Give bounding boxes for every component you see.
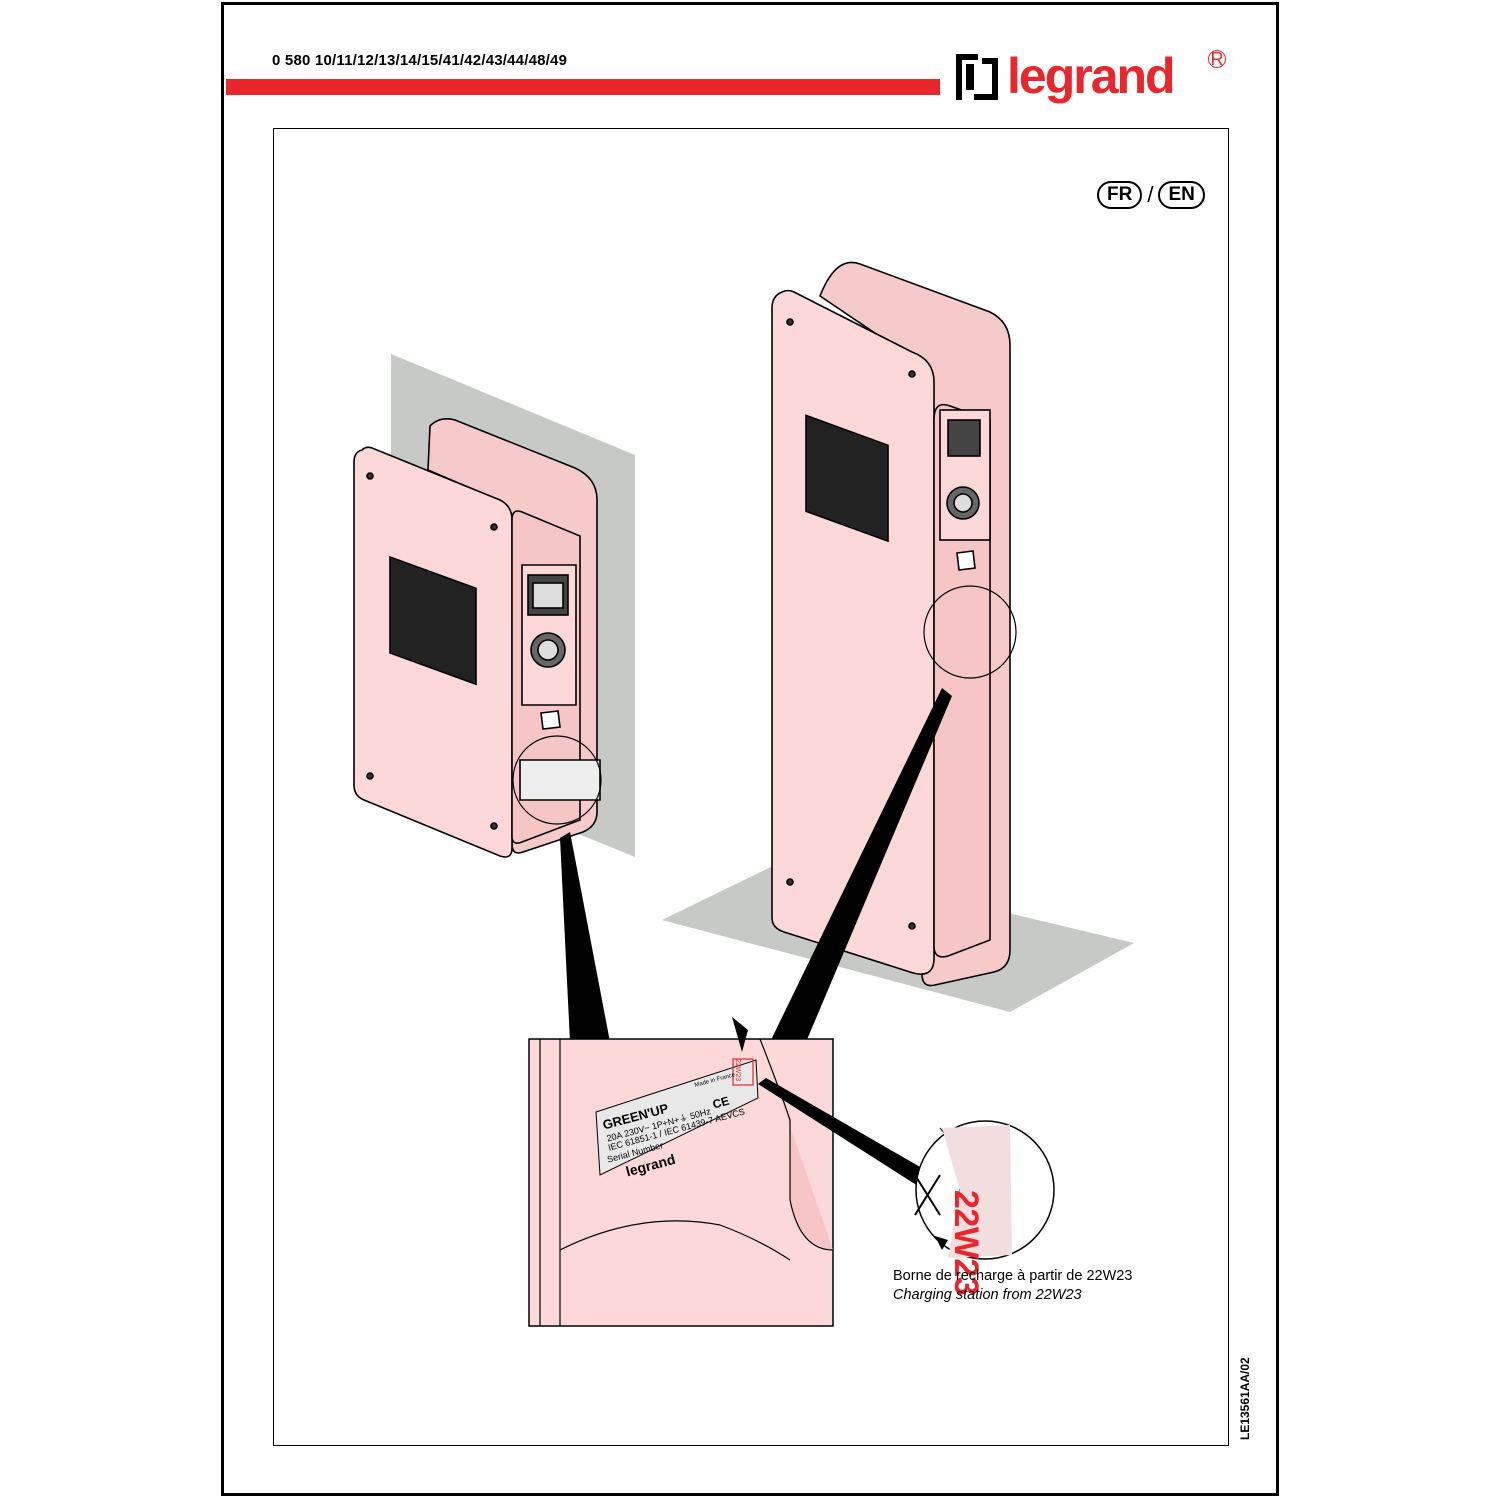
legrand-wordmark: legrand — [1007, 48, 1176, 104]
lang-fr: FR — [1097, 181, 1143, 209]
product-references: 0 580 10/11/12/13/14/15/41/42/43/44/48/4… — [272, 52, 568, 69]
lang-separator: / — [1147, 182, 1154, 207]
legrand-logo-icon — [956, 54, 998, 100]
legrand-logo: legrand R — [952, 46, 1232, 116]
zoom-pointer-left — [560, 832, 610, 1042]
caption-french: Borne de recharge à partir de 22W23 — [893, 1268, 1133, 1284]
label-zoom-box — [528, 1017, 834, 1327]
header-red-bar — [226, 79, 940, 95]
illustration-frame — [273, 128, 1229, 1446]
registered-mark: R — [1208, 50, 1226, 68]
magnifier-pointer — [758, 1078, 960, 1200]
label-date-code-small: 22W23 — [734, 1059, 741, 1082]
wall-charging-station — [353, 418, 602, 858]
pedestal-charging-station — [771, 261, 1017, 987]
magnifier-circle-icon — [914, 1120, 1055, 1260]
lang-en: EN — [1158, 181, 1205, 209]
zoom-pointer-right — [770, 688, 952, 1042]
caption-english: Charging station from 22W23 — [893, 1287, 1082, 1303]
document-code: LE13561AA/02 — [1238, 1357, 1252, 1440]
language-indicator: FR/EN — [1097, 181, 1205, 209]
